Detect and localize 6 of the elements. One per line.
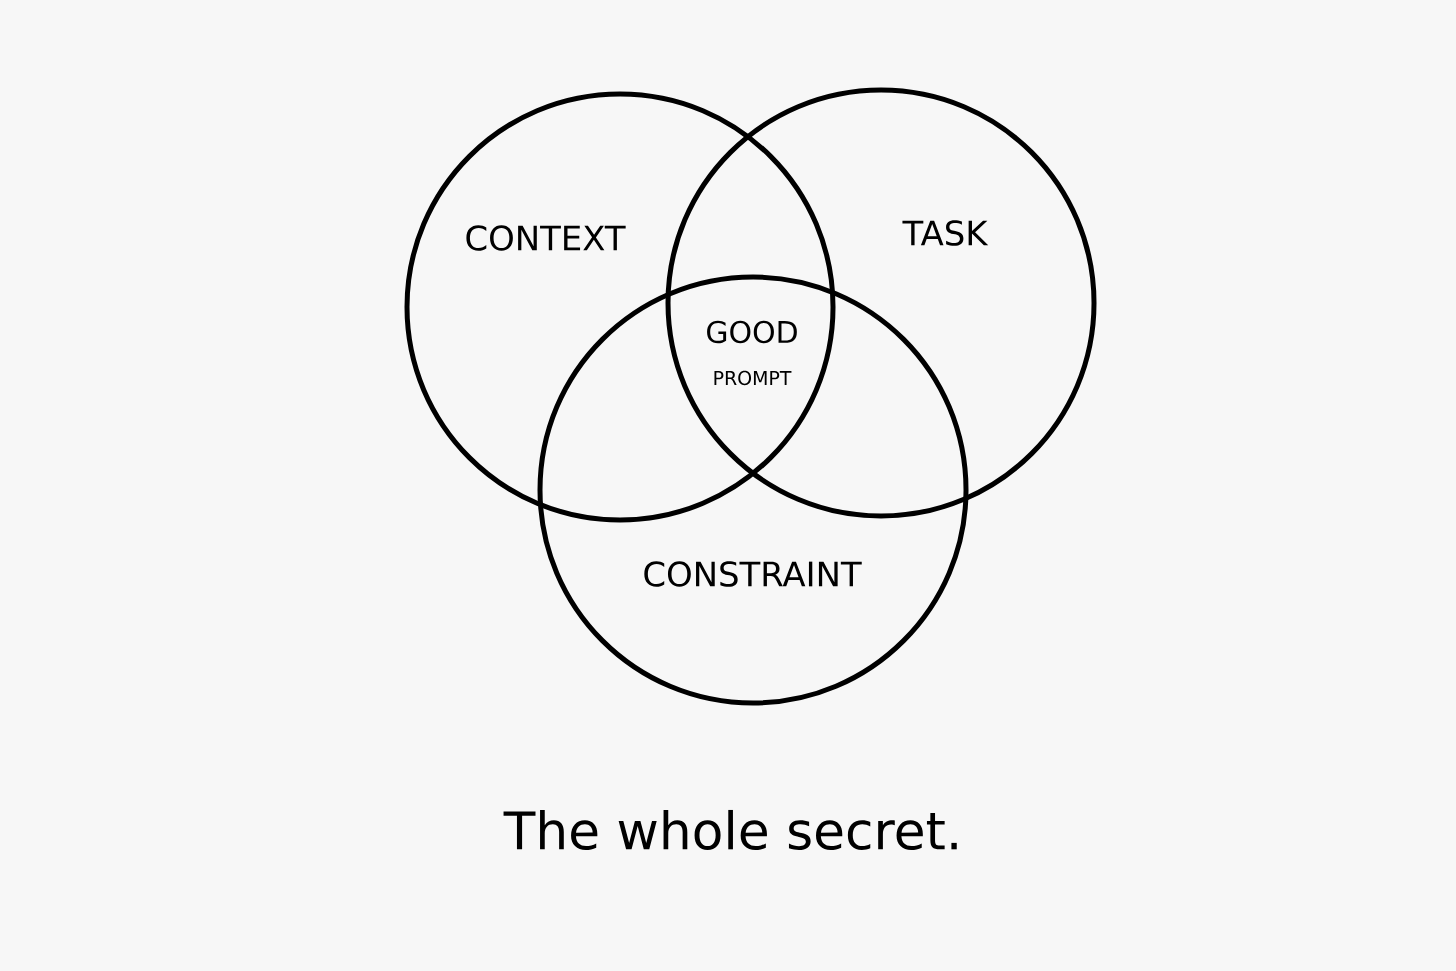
- circle-label: CONSTRAINT: [644, 561, 862, 587]
- circle-label: CONTEXT: [466, 225, 626, 251]
- region-label: GOOD: [707, 320, 797, 344]
- region-label: PROMPT: [714, 370, 792, 386]
- caption: The whole secret.: [503, 809, 957, 851]
- circle-label: TASK: [902, 220, 989, 246]
